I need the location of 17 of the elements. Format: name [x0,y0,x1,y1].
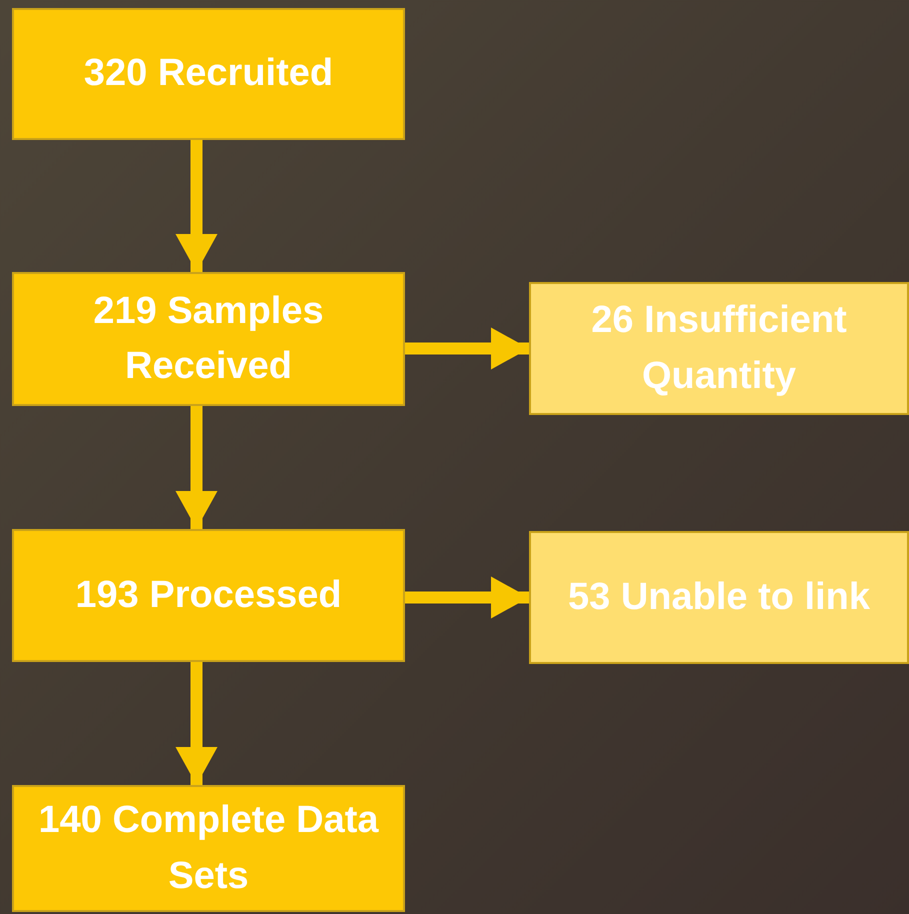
box-label: 53 Unable to link [568,574,870,620]
process-box [12,529,405,662]
process-box [12,8,405,140]
arrow [405,576,529,618]
arrow [405,328,529,370]
process-box [529,282,909,415]
box-label: 26 Insufficient Quantity [590,298,848,398]
process-box [12,785,405,912]
box-label: 140 Complete Data Sets [37,798,380,898]
box-label: 320 Recruited [84,51,334,96]
process-box [12,272,405,406]
arrow [176,406,218,529]
box-label: 219 Samples Received [92,288,325,389]
arrow [176,662,218,785]
process-box [529,531,909,664]
arrow [176,140,218,272]
box-label: 193 Processed [75,572,342,618]
